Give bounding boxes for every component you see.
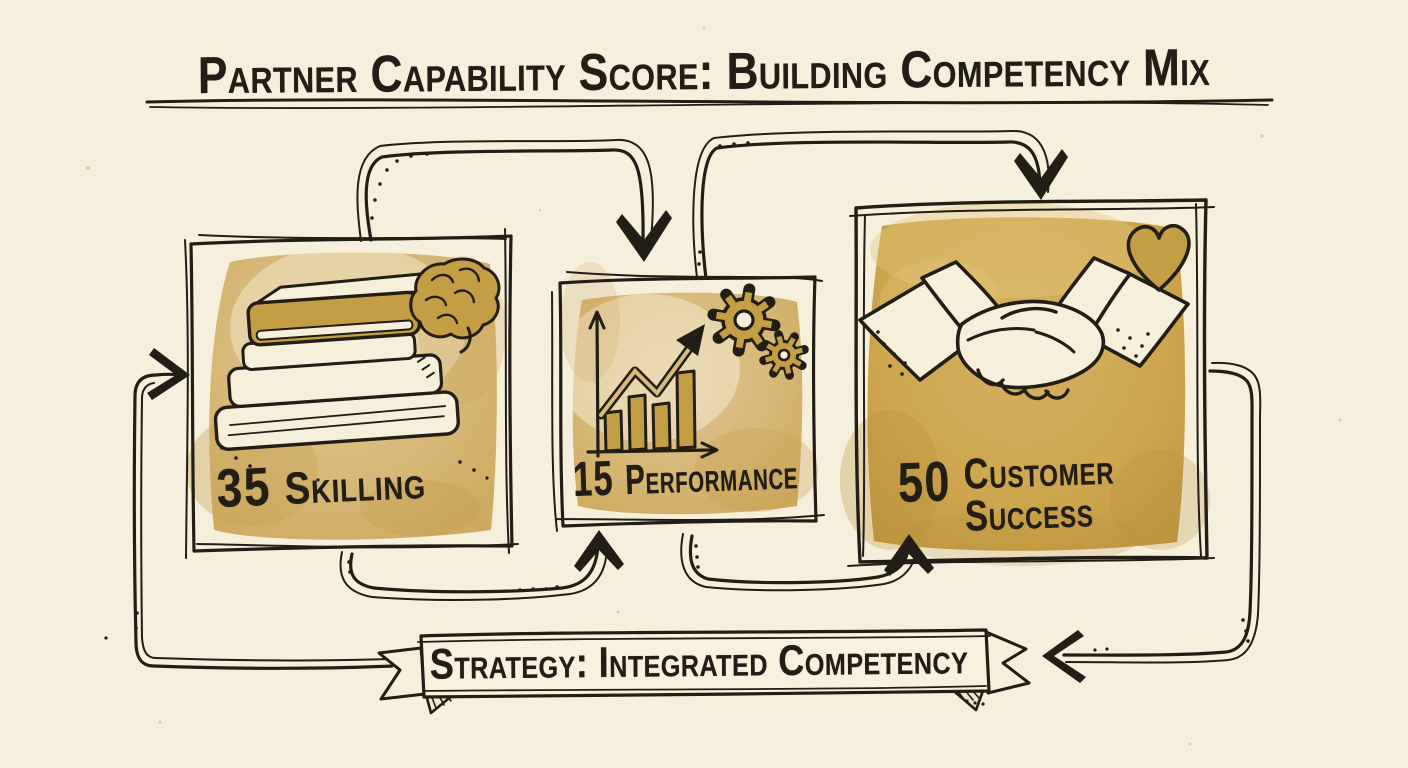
paper-specks: [86, 26, 1342, 746]
customer-success-value: 50: [896, 449, 953, 515]
brain-icon: [409, 257, 501, 354]
skilling-speckles: [220, 446, 489, 482]
heart-icon: [1126, 224, 1191, 292]
performance-box: [551, 271, 825, 532]
title-underline: [145, 98, 1274, 109]
bar-chart-icon: [586, 310, 719, 459]
diagram-title: Partner Capability Score: Building Compe…: [197, 38, 1211, 106]
banner-ribbon: [377, 628, 1031, 715]
arrow-performance-to-success-bottom: [680, 533, 934, 592]
books-icon: [213, 270, 460, 451]
arrow-performance-to-success-top: [692, 129, 1068, 280]
customer-success-label: Customer Success: [962, 445, 1116, 541]
arrow-success-to-banner: [1042, 361, 1262, 683]
performance-tag: 15 Performance: [572, 444, 799, 508]
arrow-skilling-to-performance-top: [356, 138, 672, 262]
handshake-icon: [858, 256, 1190, 401]
skilling-value: 35: [215, 456, 273, 520]
skilling-tag: 35 Skilling: [215, 449, 427, 520]
arrow-skilling-to-performance-bottom: [339, 530, 624, 601]
performance-value: 15: [572, 451, 615, 508]
skilling-label: Skilling: [283, 456, 427, 515]
performance-label: Performance: [624, 450, 799, 504]
customer-success-box: [847, 198, 1215, 567]
arrow-banner-to-skilling: [104, 348, 394, 670]
skilling-box: [184, 228, 519, 559]
strategy-banner-text: Strategy: Integrated Competency: [429, 634, 969, 689]
customer-success-tag: 50 Customer Success: [896, 445, 1138, 541]
gears-icon: [707, 283, 809, 380]
